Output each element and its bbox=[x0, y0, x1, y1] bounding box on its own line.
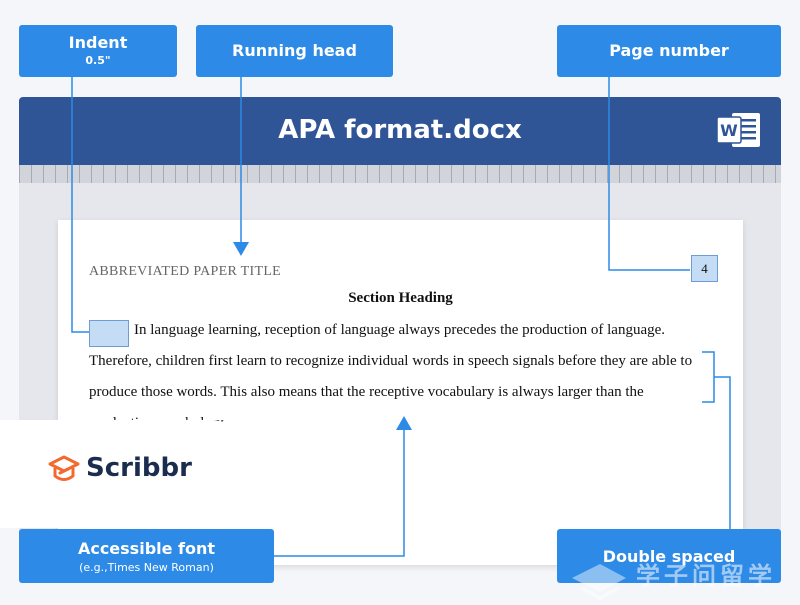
page-number-box: 4 bbox=[691, 255, 718, 282]
svg-text:W: W bbox=[720, 121, 738, 140]
document-filename: APA format.docx bbox=[278, 115, 522, 145]
accessible-font-callout-subtitle: (e.g.,Times New Roman) bbox=[79, 561, 214, 575]
indent-callout: Indent 0.5" bbox=[19, 25, 177, 77]
running-head-callout: Running head bbox=[196, 25, 393, 77]
page-number-callout-title: Page number bbox=[609, 41, 729, 60]
indent-highlight-box bbox=[89, 320, 129, 347]
running-head-callout-title: Running head bbox=[232, 41, 357, 60]
double-spaced-callout: Double spaced bbox=[557, 529, 781, 583]
page-number-callout: Page number bbox=[557, 25, 781, 77]
running-head-text: ABBREVIATED PAPER TITLE bbox=[89, 264, 282, 279]
ruler bbox=[19, 165, 781, 183]
window-title-bar: APA format.docx W bbox=[19, 97, 781, 165]
brand-name: Scribbr bbox=[86, 453, 192, 483]
paragraph-line-2: Therefore, children first learn to recog… bbox=[89, 353, 693, 369]
watermark-logo-icon bbox=[572, 564, 626, 601]
accessible-font-callout-title: Accessible font bbox=[77, 539, 216, 558]
section-heading: Section Heading bbox=[348, 290, 453, 306]
indent-callout-title: Indent bbox=[68, 33, 128, 52]
indent-callout-subtitle: 0.5" bbox=[85, 54, 111, 68]
paragraph-line-3: produce those words. This also means tha… bbox=[89, 384, 644, 400]
word-icon: W bbox=[716, 113, 760, 147]
brand-panel: Scribbr bbox=[0, 420, 238, 528]
scribbr-logo-icon bbox=[48, 455, 80, 481]
paragraph-line-1: In language learning, reception of langu… bbox=[134, 322, 666, 338]
watermark-text: 学子问留学 bbox=[636, 562, 776, 590]
double-spaced-callout-title: Double spaced bbox=[602, 547, 736, 566]
accessible-font-callout: Accessible font (e.g.,Times New Roman) bbox=[19, 529, 274, 583]
